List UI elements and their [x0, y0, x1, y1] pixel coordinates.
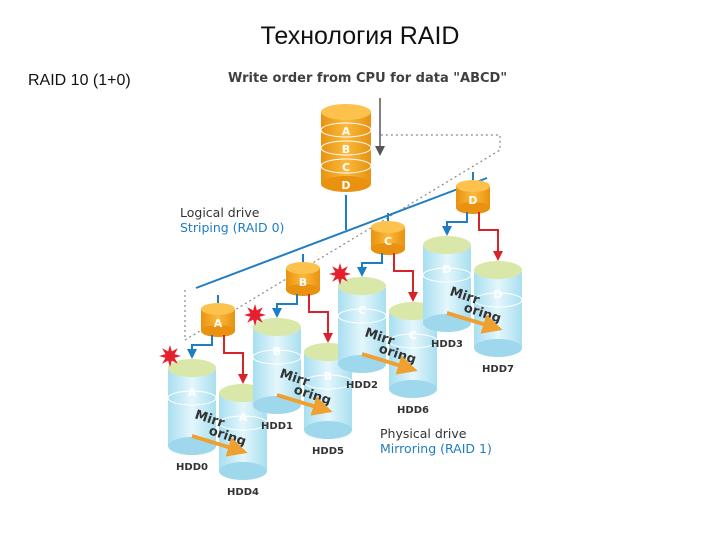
write-arrow-primary	[442, 212, 468, 236]
stripe-controller: B	[286, 254, 320, 296]
write-arrow-primary	[357, 253, 383, 277]
disk-letter: B	[273, 345, 281, 358]
hdd-primary: B HDD1	[252, 318, 302, 432]
controller-letter: D	[468, 194, 477, 207]
physical-drive-mode: Mirroring (RAID 1)	[380, 441, 492, 456]
hdd-label: HDD5	[312, 446, 344, 457]
physical-drive-label: Physical drive	[380, 426, 467, 441]
data-stack: A B C D	[320, 104, 372, 192]
diagram-header: Write order from CPU for data "ABCD"	[228, 71, 507, 86]
hdd-label: HDD7	[482, 364, 514, 375]
hdd-primary: D HDD3	[422, 236, 472, 350]
mirroring-arrow	[446, 311, 503, 334]
controller-letter: A	[214, 317, 223, 330]
hdd-label: HDD4	[227, 487, 259, 498]
drive-pairs: AAHDD0AHDD4MirroringBBHDD1BHDD5Mirroring…	[159, 172, 523, 498]
disk-letter: D	[493, 288, 502, 301]
write-arrow-mirror	[308, 294, 333, 343]
write-arrow-primary	[272, 294, 298, 318]
controller-letter: B	[299, 276, 307, 289]
hdd-label: HDD1	[261, 421, 293, 432]
mirroring-arrow	[191, 434, 248, 457]
mirroring-arrow	[276, 393, 333, 416]
hdd-label: HDD0	[176, 462, 208, 473]
logical-drive-mode: Striping (RAID 0)	[180, 220, 284, 235]
disk-letter: D	[442, 263, 451, 276]
slide-subtitle: RAID 10 (1+0)	[28, 72, 131, 89]
mirroring-arrow	[361, 352, 418, 375]
hdd-label: HDD6	[397, 405, 429, 416]
write-arrow-mirror	[223, 335, 248, 384]
write-arrow-mirror	[393, 253, 418, 302]
hdd-primary: C HDD2	[337, 277, 387, 391]
hdd-label: HDD2	[346, 380, 378, 391]
disk-letter: C	[409, 329, 417, 342]
stack-letter-c: C	[342, 161, 350, 174]
disk-letter: A	[239, 411, 248, 424]
stack-letter-a: A	[342, 125, 351, 138]
stripe-controller: D	[456, 172, 490, 214]
disk-letter: C	[358, 304, 366, 317]
failure-burst-icon	[244, 304, 266, 326]
hdd-primary: A HDD0	[167, 359, 217, 473]
stack-letter-d: D	[341, 179, 350, 192]
hdd-mirror: D HDD7	[473, 261, 523, 375]
hdd-mirror: A HDD4	[218, 384, 268, 498]
disk-letter: A	[188, 386, 197, 399]
stack-letter-b: B	[342, 143, 350, 156]
slide-title: Технология RAID	[260, 22, 460, 50]
stripe-bus-line	[195, 177, 488, 289]
failure-burst-icon	[329, 263, 351, 285]
stripe-controller: A	[201, 295, 235, 337]
write-arrow-primary	[187, 335, 213, 359]
disk-letter: B	[324, 370, 332, 383]
controller-letter: C	[384, 235, 392, 248]
write-arrow-mirror	[478, 212, 503, 261]
failure-burst-icon	[159, 345, 181, 367]
hdd-label: HDD3	[431, 339, 463, 350]
stripe-controller: C	[371, 213, 405, 255]
logical-drive-label: Logical drive	[180, 205, 260, 220]
